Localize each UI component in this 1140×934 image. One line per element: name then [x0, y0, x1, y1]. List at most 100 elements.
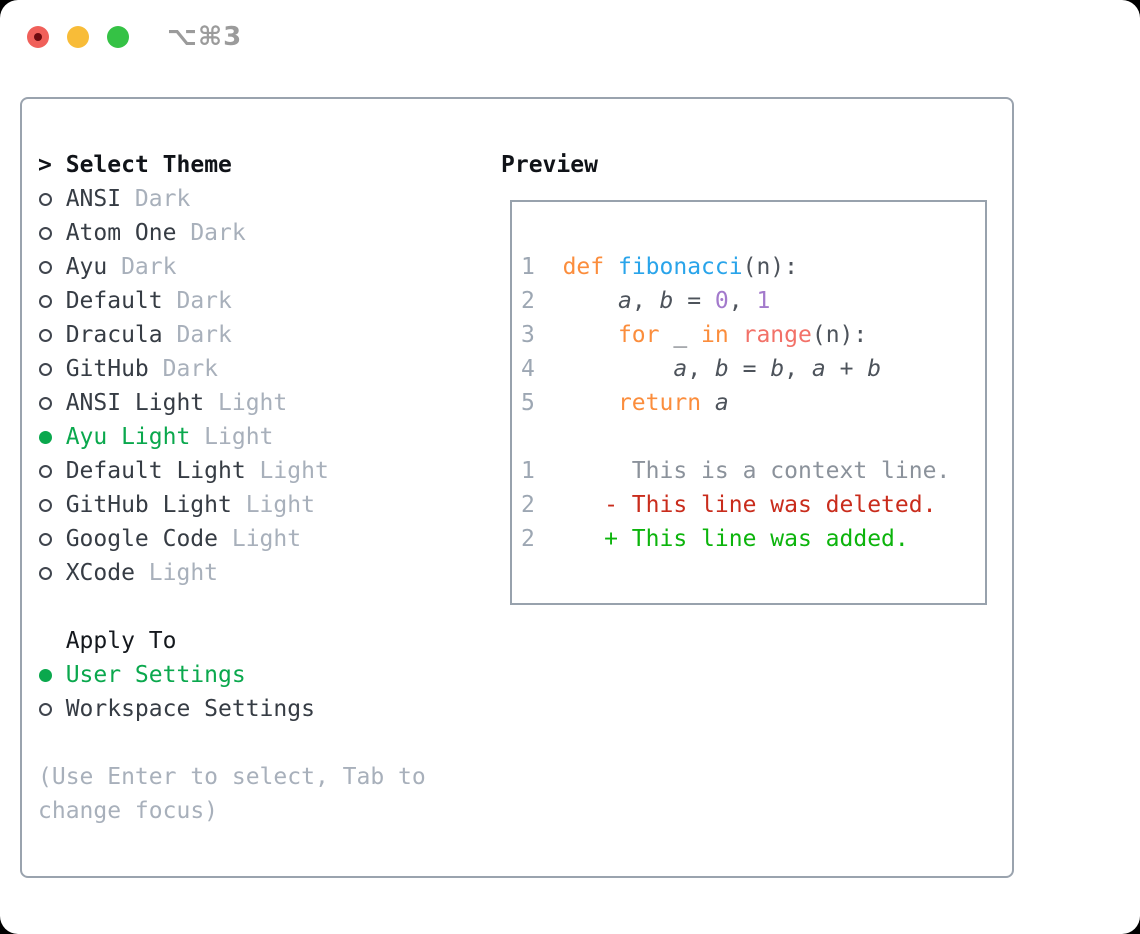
code-token-plain: ,	[631, 288, 660, 314]
option-variant-label: Dark	[148, 356, 219, 382]
radio-circle	[39, 668, 52, 682]
radio-circle	[39, 226, 52, 240]
radio-unselected-icon[interactable]	[38, 192, 66, 206]
option-variant-label: Light	[134, 560, 219, 586]
preview-line: 1 This is a context line.	[521, 454, 950, 488]
radio-unselected-icon[interactable]	[38, 260, 66, 274]
code-token-kw: return	[617, 390, 702, 416]
spacer-row	[38, 590, 426, 624]
option-variant-label: Light	[218, 526, 302, 552]
radio-unselected-icon[interactable]	[38, 566, 66, 580]
line-number: 4	[521, 356, 535, 382]
code-token-num: 1	[756, 288, 771, 314]
preview-line: 1 def fibonacci(n):	[521, 250, 950, 284]
preview-line: 5 return a	[521, 386, 950, 420]
theme-option-github-light[interactable]: GitHub Light Light	[38, 488, 426, 522]
option-label: XCode	[65, 560, 135, 586]
option-label: Default Light	[65, 458, 246, 484]
radio-selected-icon[interactable]	[38, 668, 66, 682]
option-variant-label: Light	[204, 390, 288, 416]
minimize-button-icon[interactable]	[67, 26, 89, 48]
option-label: Default	[65, 288, 163, 314]
radio-circle	[39, 260, 52, 274]
line-number: 2	[521, 526, 535, 552]
apply-option-user-settings[interactable]: User Settings	[38, 658, 426, 692]
radio-circle	[39, 566, 52, 580]
radio-circle	[39, 396, 52, 410]
traffic-lights	[27, 26, 129, 48]
code-token-plain: ,	[728, 288, 757, 314]
radio-unselected-icon[interactable]	[38, 532, 66, 546]
radio-unselected-icon[interactable]	[38, 226, 66, 240]
line-number: 3	[521, 322, 535, 348]
window-title: ⌥⌘3	[167, 22, 243, 52]
radio-circle	[39, 192, 52, 206]
code-token-var: b	[714, 356, 729, 382]
option-variant-label: Dark	[107, 254, 177, 280]
option-variant-label: Dark	[176, 220, 246, 246]
apply-option-workspace-settings[interactable]: Workspace Settings	[38, 692, 426, 726]
code-token-var: b	[659, 288, 674, 314]
preview-blank-line	[521, 420, 950, 454]
apply-to-label: Apply To	[65, 628, 177, 654]
code-token-plain: (n):	[811, 322, 868, 348]
code-token-var: b	[867, 356, 882, 382]
option-label: Workspace Settings	[65, 696, 315, 722]
option-variant-label: Light	[190, 424, 274, 450]
theme-option-github[interactable]: GitHub Dark	[38, 352, 426, 386]
code-token-plain: +	[825, 356, 868, 382]
select-theme-label: Select Theme	[65, 152, 232, 178]
select-theme-header: > Select Theme	[38, 148, 426, 182]
radio-circle	[39, 498, 52, 512]
radio-unselected-icon[interactable]	[38, 362, 66, 376]
code-token-plain: _	[659, 322, 702, 348]
radio-circle	[39, 464, 52, 478]
line-number: 1	[521, 254, 535, 280]
radio-unselected-icon[interactable]	[38, 702, 66, 716]
theme-option-ansi-light[interactable]: ANSI Light Light	[38, 386, 426, 420]
radio-unselected-icon[interactable]	[38, 294, 66, 308]
radio-circle	[39, 532, 52, 546]
option-variant-label: Dark	[162, 288, 232, 314]
code-token-plain	[729, 322, 743, 348]
code-token-fn: fibonacci	[617, 254, 743, 280]
code-token-del: - This line was deleted.	[604, 492, 937, 518]
radio-unselected-icon[interactable]	[38, 498, 66, 512]
theme-option-ayu-light[interactable]: Ayu Light Light	[38, 420, 426, 454]
radio-selected-icon[interactable]	[38, 430, 66, 444]
option-label: GitHub Light	[65, 492, 232, 518]
code-token-rng: range	[742, 322, 812, 348]
code-token-num: 0	[714, 288, 729, 314]
option-variant-label: Dark	[121, 186, 191, 212]
code-token-kw: for	[617, 322, 660, 348]
radio-unselected-icon[interactable]	[38, 328, 66, 342]
line-number: 2	[521, 288, 535, 314]
close-button-icon[interactable]	[27, 26, 49, 48]
theme-option-ayu[interactable]: Ayu Dark	[38, 250, 426, 284]
theme-option-default-light[interactable]: Default Light Light	[38, 454, 426, 488]
option-label: ANSI	[65, 186, 122, 212]
code-token-var: a	[811, 356, 826, 382]
code-token-var: b	[770, 356, 785, 382]
code-token-plain: ,	[784, 356, 812, 382]
line-number: 1	[521, 458, 535, 484]
theme-option-atom-one[interactable]: Atom One Dark	[38, 216, 426, 250]
theme-option-default[interactable]: Default Dark	[38, 284, 426, 318]
option-variant-label: Light	[231, 492, 315, 518]
line-number: 5	[521, 390, 535, 416]
radio-unselected-icon[interactable]	[38, 464, 66, 478]
theme-option-dracula[interactable]: Dracula Dark	[38, 318, 426, 352]
theme-option-xcode[interactable]: XCode Light	[38, 556, 426, 590]
header-prefix: >	[38, 152, 52, 178]
theme-option-google-code[interactable]: Google Code Light	[38, 522, 426, 556]
line-number: 2	[521, 492, 535, 518]
radio-unselected-icon[interactable]	[38, 396, 66, 410]
option-label: Ayu	[65, 254, 108, 280]
zoom-button-icon[interactable]	[107, 26, 129, 48]
option-label: User Settings	[65, 662, 246, 688]
code-token-plain: (n):	[742, 254, 798, 280]
theme-option-ansi[interactable]: ANSI Dark	[38, 182, 426, 216]
